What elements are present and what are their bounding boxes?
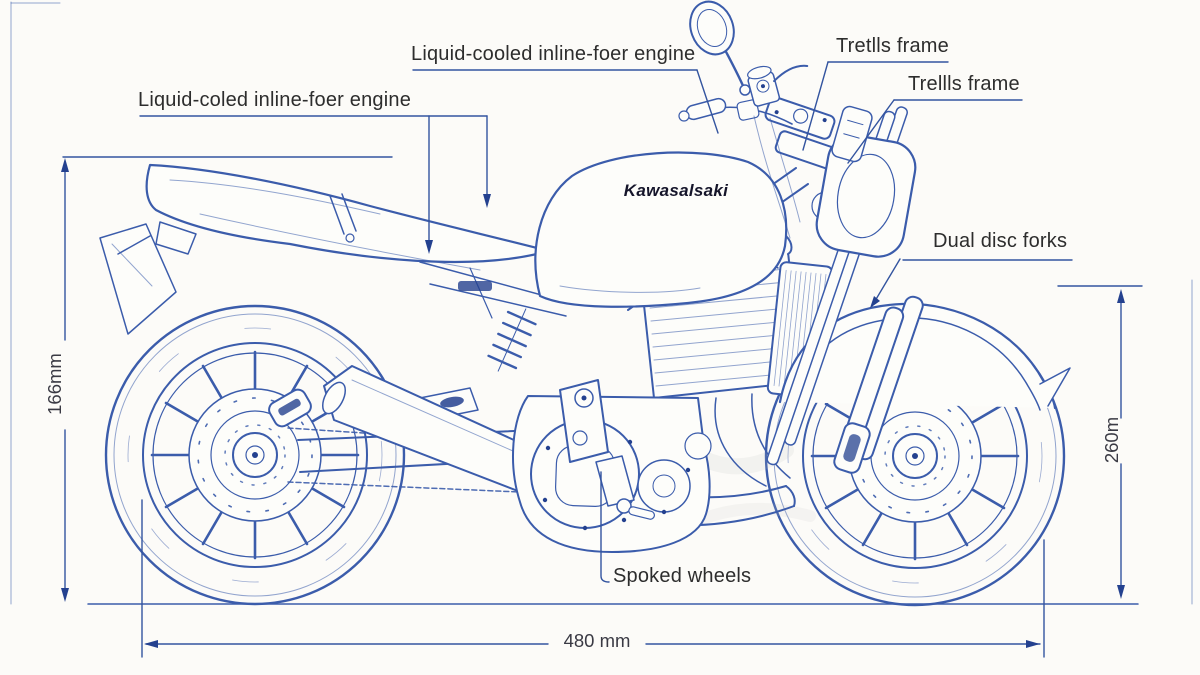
tank-logo: Kawasalsaki (624, 181, 729, 200)
swingarm-pivot (559, 379, 609, 463)
upper-triple-clamp (764, 96, 836, 140)
front-fender (778, 302, 1071, 411)
label-frame-top: Tretlls frame (836, 35, 949, 57)
label-forks: Dual disc forks (933, 230, 1068, 252)
dimension-bottom-value: 480 mm (563, 630, 631, 651)
rear-wheel (104, 304, 406, 606)
label-engine-top: Liquid-cooled inline-foer engine (411, 43, 696, 65)
blueprint-borders (10, 1, 1193, 605)
dimension-left (61, 156, 393, 602)
dimension-left-value: 166mm (44, 353, 65, 415)
leader-lines (139, 61, 1073, 583)
label-frame-right: Trellls frame (908, 73, 1020, 95)
rear-shock (487, 308, 537, 372)
label-engine-left: Liquid-coled inline-foer engine (138, 89, 412, 111)
label-wheels: Spoked wheels (613, 565, 752, 587)
rear-fender (99, 221, 197, 335)
headlight (815, 134, 917, 258)
dimension-right (1057, 285, 1143, 599)
front-caliper (833, 422, 871, 474)
seat-tail (145, 163, 547, 271)
cockpit (678, 0, 917, 258)
mirror (689, 0, 735, 56)
brake-master-cylinder (747, 64, 809, 107)
rear-caliper (268, 388, 312, 428)
fuel-tank: Kawasalsaki (458, 151, 788, 308)
dimension-right-value: 260m (1101, 416, 1122, 464)
dimension-bottom (141, 499, 1045, 658)
side-badge (458, 281, 492, 291)
